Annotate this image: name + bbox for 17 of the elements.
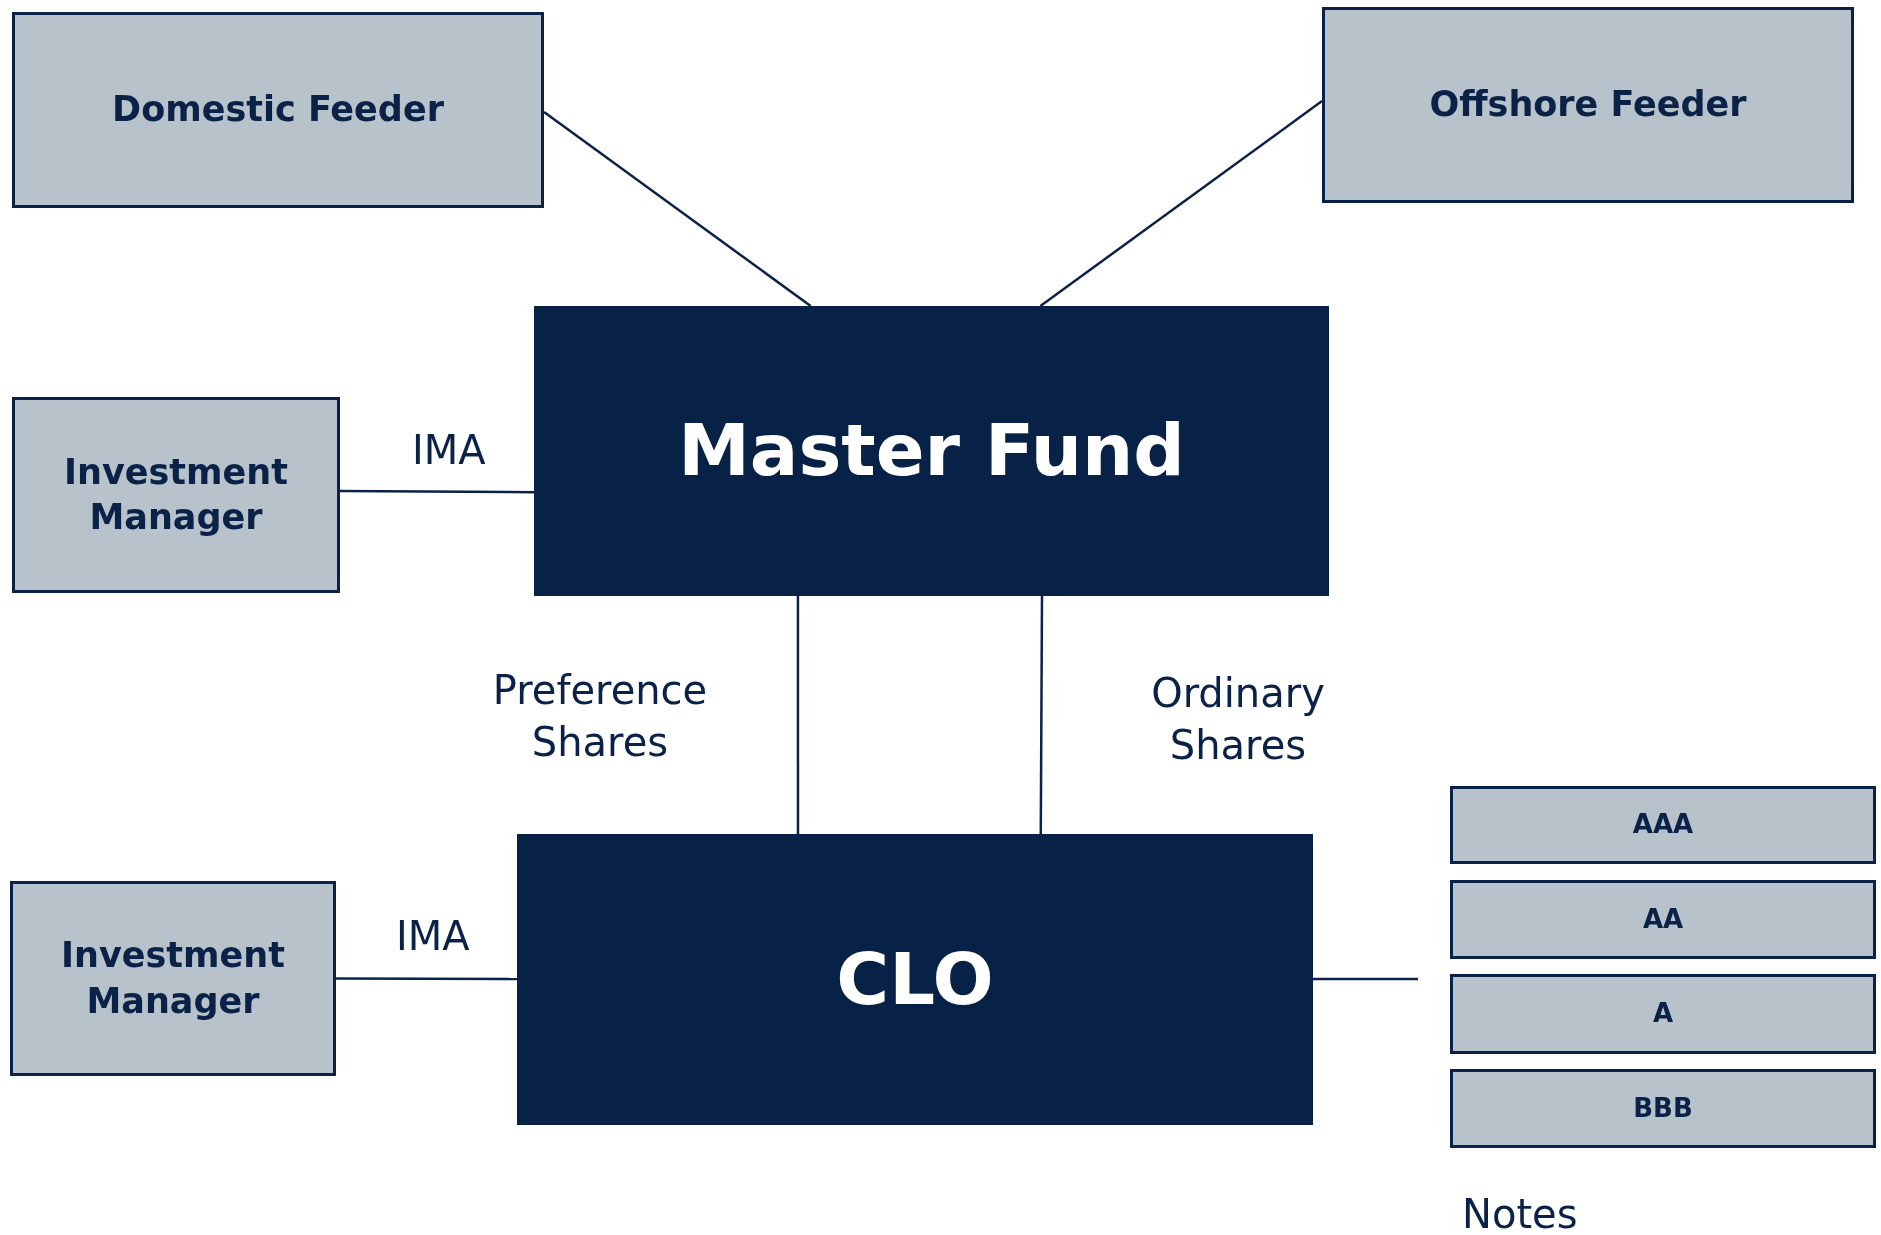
fund-box: Master Fund <box>534 306 1329 596</box>
manager-box: Investment Manager <box>12 397 340 593</box>
manager-box: Investment Manager <box>10 881 336 1076</box>
tranche-box: A <box>1450 974 1876 1054</box>
connector-line <box>1039 100 1323 307</box>
fund-box: CLO <box>517 834 1313 1125</box>
tranche-box: AAA <box>1450 786 1876 864</box>
connector-line <box>1039 596 1044 834</box>
connector-line <box>340 489 534 494</box>
feeder-box: Offshore Feeder <box>1322 7 1854 203</box>
tranche-box: AA <box>1450 880 1876 959</box>
connector-line <box>796 596 800 834</box>
connector-line <box>336 977 517 981</box>
feeder-box: Domestic Feeder <box>12 12 544 208</box>
connector-line <box>1313 977 1418 981</box>
connector-line <box>543 110 812 307</box>
tranche-box: BBB <box>1450 1069 1876 1148</box>
